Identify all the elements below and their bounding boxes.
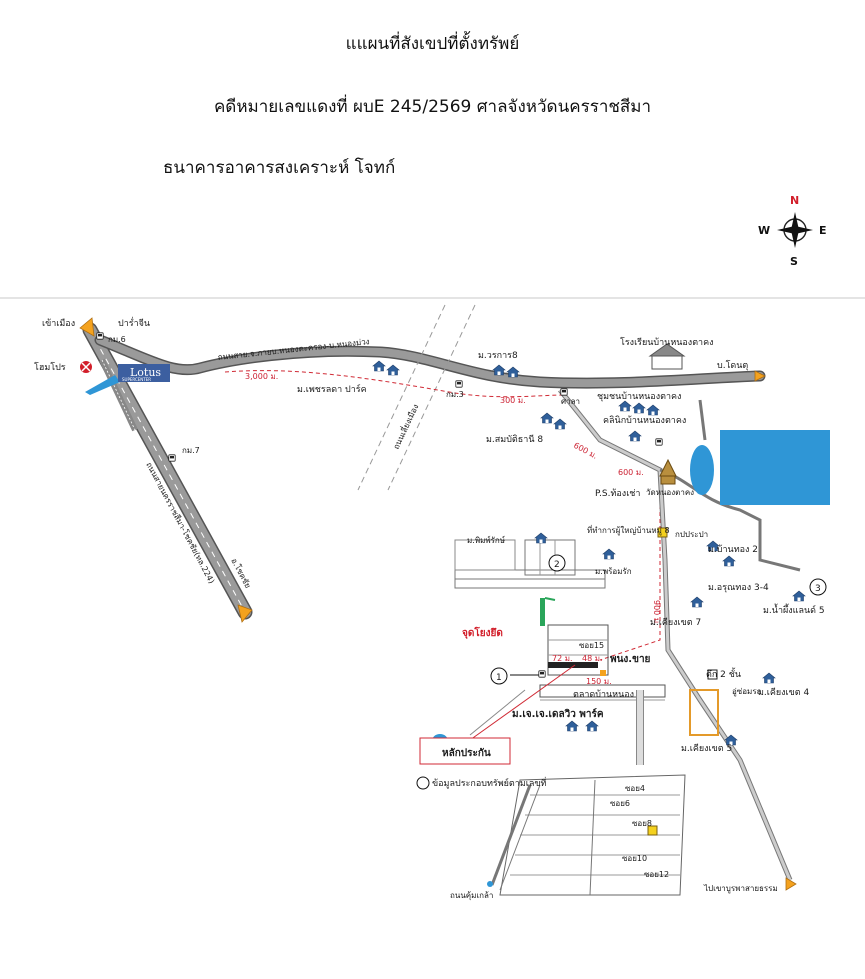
label-pimrak: ม.พิมพ์รักษ์	[467, 535, 505, 545]
compass-rose-icon: N S E W	[758, 195, 827, 268]
arrow-to-city-left-icon	[79, 317, 95, 337]
compass-e: E	[819, 224, 827, 237]
row-units-left	[454, 539, 516, 571]
svg-text:2: 2	[554, 560, 560, 570]
label-wat: ปาร่ำจีน	[118, 316, 150, 329]
arrow-to-ban-pla-icon	[785, 877, 797, 891]
property-subdivision	[539, 624, 666, 701]
label-community: ชุมชนบ้านหนองตาคง	[597, 391, 681, 402]
page-title: แแผนที่สังเขปที่ตั้งทรัพย์	[345, 34, 520, 54]
label-dist-900: 900 ม.	[652, 600, 661, 626]
details-label: ข้อมูลประกอบทรัพย์ตามเลขที่	[432, 776, 547, 789]
temple-icon	[659, 458, 677, 485]
left-subdivision	[454, 539, 606, 589]
label-jj-delview: ม.เจ.เจ.เดลวิว พาร์ค	[512, 708, 604, 720]
label-kliangkhet5: ม.เคียงเขต 5	[681, 743, 732, 754]
label-phetlada: ม.เพชรลดา ปาร์ค	[297, 383, 367, 395]
label-sombat: ม.สมบัติธานี 8	[486, 434, 543, 445]
label-soi6: ซอย6	[610, 799, 630, 808]
bus-stop-icon	[455, 380, 463, 388]
label-market: ตลาดบ้านหนอง	[573, 689, 634, 700]
label-khum-klao: ถนนคุ้มเกล้า	[450, 891, 493, 900]
label-soi4: ซอย4	[625, 784, 645, 793]
road-north-main	[94, 334, 766, 389]
label-village-office: ที่ทำการผู้ใหญ่บ้านหมู่ 8	[587, 524, 670, 536]
bus-stop-icon	[538, 670, 546, 678]
label-dist-3000: 3,000 ม.	[245, 372, 278, 381]
lotus-brand-text: Lotus	[130, 366, 161, 379]
label-school: โรงเรียนบ้านหนองตาคง	[620, 337, 714, 348]
label-village-8: ม.วรการ8	[478, 351, 518, 361]
lotus-sub-text: SUPERCENTER	[122, 377, 151, 382]
label-banthong2: ม.บ้านทอง 2	[708, 544, 758, 555]
lower-grid	[490, 774, 686, 896]
arrow-to-dontum-icon	[754, 370, 766, 382]
label-soi10: ซอย10	[622, 854, 647, 863]
compass-n: N	[790, 195, 799, 207]
label-clinic: คลินิกบ้านหนองตาคง	[603, 415, 686, 426]
marker-3: 3	[809, 578, 827, 596]
label-dist-150: 150 ม.	[586, 677, 612, 686]
label-sala: ศาลา	[561, 397, 580, 406]
school-building-icon	[648, 343, 686, 370]
plaintiff-line: ธนาคารอาคารสงเคราะห์ โจทก์	[163, 158, 396, 178]
label-dist-48: 48 ม.	[582, 654, 603, 663]
label-dist-600a: 600 ม.	[572, 441, 599, 461]
label-km7: กม.7	[182, 446, 200, 455]
location-map: N S E W	[0, 195, 865, 900]
label-kliangkhet7: ม.เคียงเขต 7	[650, 617, 701, 628]
lotus-logo: Lotus SUPERCENTER	[118, 364, 170, 382]
building-2-floor	[689, 689, 719, 736]
collateral-box	[419, 737, 511, 765]
label-kliangkhet4: ม.เคียงเขต 4	[758, 687, 809, 698]
label-sales-office: พนง.ขาย	[610, 654, 651, 665]
marker-2: 2	[548, 554, 566, 572]
property-point-marker	[600, 670, 606, 676]
road-south	[558, 388, 793, 881]
label-km6: กม.6	[108, 335, 126, 344]
home-pro-icon	[80, 361, 120, 395]
label-home-pro: โฮมโปร	[34, 362, 66, 373]
bus-stop-icon	[96, 332, 104, 340]
label-dist-72: 72 ม.	[552, 654, 573, 663]
bus-stop-icon	[168, 454, 176, 462]
label-dist-600b: 600 ม.	[618, 468, 644, 477]
label-garage: อู่ซ่อมรถ	[732, 687, 762, 697]
label-reference-point: จุดโยงยึด	[462, 626, 503, 639]
label-ps-bridge: P.S.ท้องเช่า	[595, 488, 640, 499]
case-number-line: คดีหมายเลขแดงที่ ผบE 245/2569 ศาลจังหวัด…	[213, 97, 652, 117]
marker-1: 1	[490, 667, 508, 685]
compass-s: S	[790, 255, 798, 268]
svg-text:1: 1	[496, 673, 502, 683]
small-pond	[690, 445, 714, 495]
label-dist-300: 300 ม.	[500, 396, 526, 405]
label-soi12: ซอย12	[644, 870, 669, 879]
arrow-to-chokchai-icon	[237, 604, 253, 623]
label-building-2-floor: ตึก 2 ชั้น	[706, 667, 741, 680]
details-bullet-icon	[416, 776, 430, 790]
compass-w: W	[758, 224, 770, 237]
bus-stop-icon	[560, 388, 568, 396]
label-km3: กม.3	[446, 390, 464, 399]
svg-text:3: 3	[815, 584, 821, 594]
collateral-label: หลักประกัน	[442, 747, 491, 759]
label-promrak: ม.พร้อมรัก	[595, 567, 632, 576]
label-aroon: ม.อรุณทอง 3-4	[708, 583, 769, 593]
label-bypass: ถนนเลี่ยงเมือง	[390, 402, 421, 451]
label-to-dontum: บ.โดนตุ	[717, 360, 748, 371]
label-city-left: เข้าเมือง	[42, 318, 75, 329]
bus-stop-icon	[655, 438, 663, 446]
label-namphueng: ม.น้ำผึ้งแลนด์ 5	[763, 603, 825, 616]
label-soi15: ซอย15	[579, 641, 604, 650]
label-to-khao: ไปเขาบูรพาสายธรรม	[703, 884, 778, 894]
label-temple: วัดหนองตาคง	[646, 488, 694, 497]
label-water-works: กปประปา	[675, 530, 708, 539]
large-pond	[720, 430, 830, 505]
label-highway: ถนนสายนครราชสีมา-โชคชัย(ทล.224)	[144, 460, 217, 585]
label-soi8: ซอย8	[632, 819, 652, 828]
